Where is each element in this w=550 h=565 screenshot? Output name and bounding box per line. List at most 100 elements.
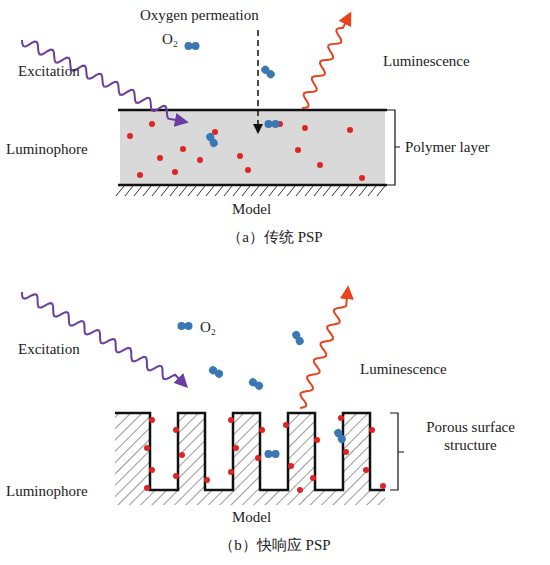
hatch-stroke [251, 186, 259, 196]
hatch-stroke [125, 186, 133, 196]
oxygen-molecule [178, 322, 193, 330]
sub-caption: （a）传统 PSP [227, 228, 322, 246]
luminophores [127, 121, 386, 493]
luminophore-dot [173, 427, 179, 433]
hatch-stroke [377, 186, 385, 196]
luminophore-dot [297, 487, 303, 493]
oxygen-molecules [178, 42, 348, 458]
luminophore-dot [343, 449, 349, 455]
luminophore-dot [359, 175, 365, 181]
model-surface [118, 184, 387, 187]
hatch-stroke [341, 186, 349, 196]
hatch-stroke [269, 186, 277, 196]
hatch-stroke [323, 186, 331, 196]
luminophore-dot [310, 475, 316, 481]
luminophore-label: Luminophore [6, 482, 88, 500]
bracket [387, 110, 400, 185]
porous-outline [115, 413, 385, 490]
luminophore-dot [144, 485, 150, 491]
polymer-layer [120, 110, 385, 185]
hatch-stroke [161, 186, 169, 196]
layer-label: Porous surface structure [408, 418, 533, 454]
luminophore-dot [144, 445, 150, 451]
luminophore-dot [237, 153, 243, 159]
luminophore-dot [180, 146, 186, 152]
luminophore-dot [347, 127, 353, 133]
oxygen-molecule [205, 132, 219, 149]
hatch-stroke [197, 186, 205, 196]
luminophore-dot [127, 133, 133, 139]
luminophore-label: Luminophore [6, 140, 88, 158]
luminophore-dot [288, 463, 294, 469]
oxygen-molecule [265, 450, 280, 458]
hatch-stroke [296, 186, 304, 196]
light-label: Luminescence [383, 52, 470, 70]
molecule-label: O₂ [200, 318, 216, 336]
permeation-arrow [257, 30, 259, 132]
hatch-stroke [368, 186, 376, 196]
luminophore-dot [317, 162, 323, 168]
light-wave [22, 40, 186, 122]
hatch-stroke [278, 186, 286, 196]
hatch-stroke [287, 186, 295, 196]
light-label: Luminescence [360, 360, 447, 378]
luminophore-dot [149, 467, 155, 473]
luminophore-dot [233, 445, 239, 451]
light-wave [22, 292, 186, 386]
luminophore-dot [283, 422, 289, 428]
luminophore-dot [228, 417, 234, 423]
hatch-stroke [179, 186, 187, 196]
luminophore-dot [179, 452, 185, 458]
luminophore-dot [363, 467, 369, 473]
hatch-stroke [305, 186, 313, 196]
title-label: Oxygen permeation [140, 6, 259, 24]
hatch-stroke [359, 186, 367, 196]
hatch-stroke [116, 186, 124, 196]
oxygen-molecule [265, 120, 280, 128]
luminophore-dot [259, 427, 265, 433]
oxygen-molecule [248, 377, 265, 391]
luminophore-dot [255, 455, 261, 461]
molecule-label: O₂ [162, 30, 178, 48]
luminophore-dot [197, 157, 203, 163]
hatch-stroke [260, 186, 268, 196]
oxygen-molecule [185, 42, 200, 50]
model-label: Model [232, 200, 271, 218]
luminophore-dot [380, 483, 386, 489]
hatch-stroke [224, 186, 232, 196]
oxygen-molecule [260, 64, 277, 80]
hatch-stroke [143, 186, 151, 196]
bracket [390, 413, 404, 490]
hatch-stroke [134, 186, 142, 196]
oxygen-molecule [333, 428, 347, 445]
hatch-stroke [233, 186, 241, 196]
hatch-stroke [170, 186, 178, 196]
luminophore-dot [338, 415, 344, 421]
luminophore-dot [173, 473, 179, 479]
luminophore-dot [245, 167, 251, 173]
hatch-stroke [188, 186, 196, 196]
hatch-stroke [215, 186, 223, 196]
luminophore-dot [295, 147, 301, 153]
luminophore-dot [149, 121, 155, 127]
hatch-stroke [314, 186, 322, 196]
oxygen-molecule [208, 365, 225, 379]
luminophore-dot [302, 125, 308, 131]
light-wave [300, 288, 348, 408]
porous-structure [115, 413, 385, 505]
light-label: Excitation [18, 340, 80, 358]
luminophore-dot [149, 417, 155, 423]
hatch-stroke [242, 186, 250, 196]
luminophore-dot [369, 427, 375, 433]
luminophore-dot [172, 169, 178, 175]
luminophore-dot [204, 477, 210, 483]
model-hatching [116, 186, 385, 196]
light-wave [302, 14, 350, 108]
model-label: Model [232, 508, 271, 526]
oxygen-molecule [291, 330, 305, 347]
hatch-stroke [152, 186, 160, 196]
hatch-stroke [332, 186, 340, 196]
light-label: Excitation [18, 62, 80, 80]
